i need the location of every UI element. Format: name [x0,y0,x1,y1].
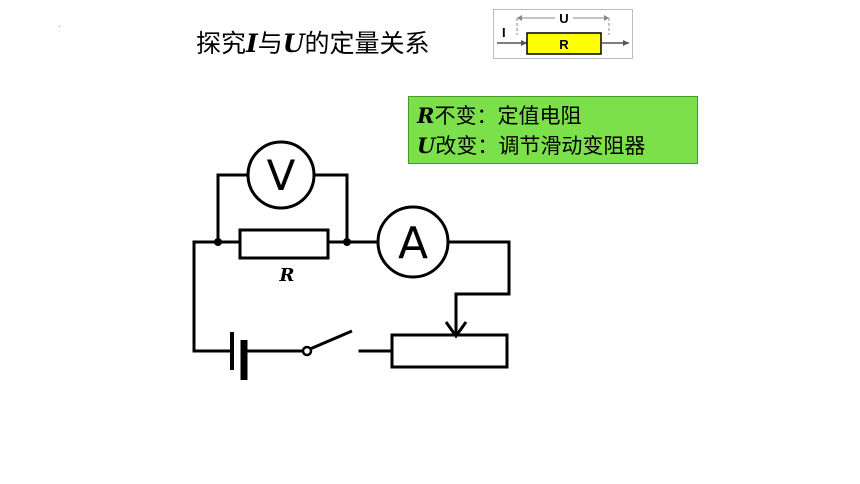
condition-note: R不变：定值电阻 U改变：调节滑动变阻器 [408,96,698,164]
title-suffix: 的定量关系 [304,29,430,58]
note-var-voltage: U [417,133,436,158]
ammeter [376,205,450,279]
corner-dot: . [58,20,61,29]
junction-right [343,238,351,246]
mini-resistor-label: R [559,37,569,52]
title-var-voltage: U [282,29,305,58]
voltmeter [246,140,316,210]
mini-wire-right-arrowhead [623,40,629,46]
current-arrowhead [521,40,527,46]
current-label: I [502,25,506,40]
resistor-label: R [279,265,295,286]
voltage-label: U [559,11,568,26]
voltage-arrowhead-right [604,15,609,21]
voltmeter-label: V [267,151,296,200]
voltage-arrowhead-left [517,15,522,21]
fixed-resistor [238,228,330,260]
slider-arrowhead [444,321,468,339]
junction-left [214,238,222,246]
resistor-ui-diagram: U I R [493,9,633,59]
title-middle: 与 [257,29,283,58]
title-prefix: 探究 [196,29,247,58]
note-line-resistance: R不变：定值电阻 [417,101,689,131]
note-var-resistance: R [417,103,435,128]
switch-pivot [301,345,313,357]
ammeter-label: A [398,218,428,269]
page-title: 探究I与U的定量关系 [196,24,430,60]
title-var-current: I [246,29,258,58]
note-text-resistance: 不变：定值电阻 [434,104,582,128]
note-text-voltage: 改变：调节滑动变阻器 [435,134,646,158]
switch-blade [309,329,353,351]
rheostat [390,333,509,369]
note-line-voltage: U改变：调节滑动变阻器 [417,131,689,161]
